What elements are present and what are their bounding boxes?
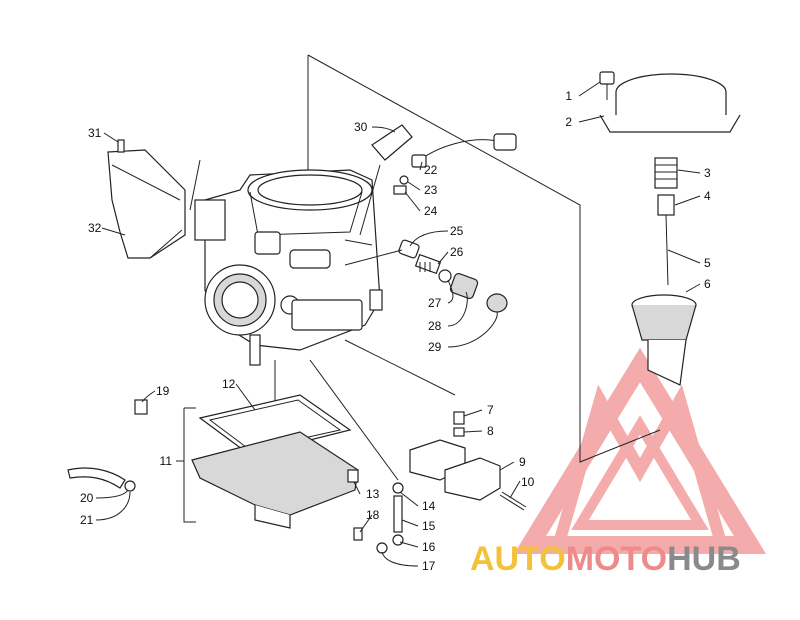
part-28 — [449, 273, 479, 299]
part-25 — [398, 239, 420, 259]
callout-18: 18 — [366, 508, 380, 522]
callout-30: 30 — [354, 120, 368, 134]
part-20-hose — [67, 467, 126, 489]
callout-13: 13 — [366, 487, 380, 501]
callout-19: 19 — [156, 384, 170, 398]
parts-11-12 — [191, 394, 359, 529]
part-1-screw — [599, 71, 615, 85]
part-11-bowl — [191, 431, 359, 516]
callout-8: 8 — [487, 424, 494, 438]
part-21-clip — [124, 480, 136, 492]
part-14 — [392, 482, 404, 494]
callout-4: 4 — [704, 189, 711, 203]
callout-20: 20 — [80, 491, 94, 505]
callout-27: 27 — [428, 296, 442, 310]
part-32-cover — [107, 139, 186, 259]
part-31-screw — [117, 139, 125, 153]
callout-16: 16 — [422, 540, 436, 554]
part-27-washer — [438, 269, 452, 283]
watermark-part-auto: AUTO — [470, 540, 566, 578]
callout-9: 9 — [519, 455, 526, 469]
callout-15: 15 — [422, 519, 436, 533]
part-19-screw — [134, 399, 148, 415]
callout-2: 2 — [565, 115, 572, 129]
callout-1: 1 — [565, 89, 572, 103]
watermark-part-moto: MOTO — [566, 540, 667, 578]
callout-31: 31 — [88, 126, 102, 140]
callout-28: 28 — [428, 319, 442, 333]
callout-32: 32 — [88, 221, 102, 235]
parts-1-6 — [599, 71, 741, 386]
callout-5: 5 — [704, 256, 711, 270]
callout-29: 29 — [428, 340, 442, 354]
parts-7-10 — [409, 411, 527, 511]
watermark-text: AUTOMOTOHUB — [470, 540, 741, 578]
callout-22: 22 — [424, 163, 438, 177]
part-4-holder — [657, 194, 675, 216]
callout-14: 14 — [422, 499, 436, 513]
part-26-spring — [414, 253, 442, 275]
callout-11: 11 — [160, 454, 173, 468]
callout-6: 6 — [704, 277, 711, 291]
callout-24: 24 — [424, 204, 438, 218]
part-23-oring — [399, 175, 409, 185]
part-22-sensor — [393, 133, 517, 195]
watermark-part-hub: HUB — [667, 540, 741, 578]
parts-25-29 — [344, 239, 508, 313]
part-15-jet — [393, 495, 403, 533]
part-9-float-right — [444, 457, 501, 501]
watermark-auto: AUTOMOTOHUB — [470, 540, 741, 578]
part-18 — [353, 527, 363, 541]
callout-17: 17 — [422, 559, 436, 573]
callout-3: 3 — [704, 166, 711, 180]
callout-12: 12 — [222, 377, 236, 391]
callout-21: 21 — [80, 513, 94, 527]
part-29-cap — [486, 293, 508, 313]
callout-7: 7 — [487, 403, 494, 417]
guide-lines — [176, 54, 661, 523]
callout-23: 23 — [424, 183, 438, 197]
part-30-hose — [359, 124, 413, 236]
callout-leaders — [95, 81, 701, 567]
part-16 — [392, 534, 404, 546]
part-7 — [453, 411, 465, 425]
callout-26: 26 — [450, 245, 464, 259]
part-5-needle — [665, 214, 669, 286]
callout-25: 25 — [450, 224, 464, 238]
carburetor-body — [194, 169, 383, 366]
parts-19-21 — [67, 399, 148, 492]
part-17 — [376, 542, 388, 554]
callout-labels: 1 2 3 4 5 6 7 8 9 10 11 12 13 14 15 16 1… — [80, 89, 711, 573]
part-13-screw — [347, 469, 359, 483]
part-3-spring — [654, 157, 678, 189]
callout-10: 10 — [521, 475, 535, 489]
part-24-spring — [393, 185, 407, 195]
part-8 — [453, 427, 465, 437]
watermark-logo — [513, 347, 767, 554]
